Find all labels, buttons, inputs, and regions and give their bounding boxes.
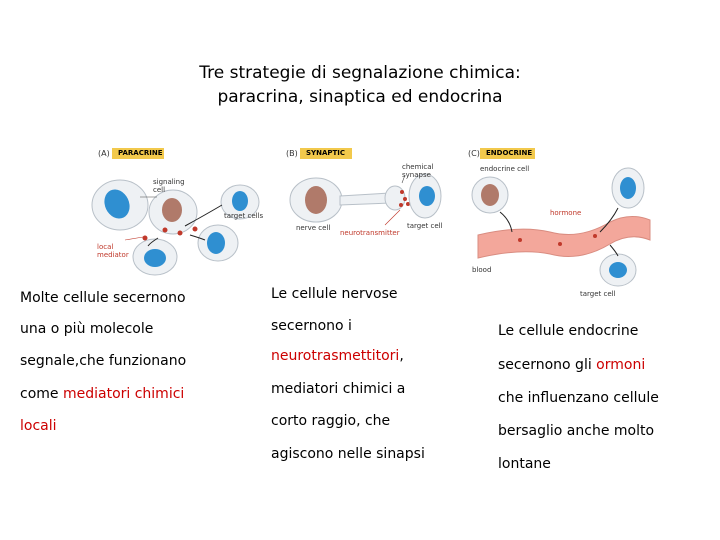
text: secernono gli xyxy=(498,357,596,373)
nucleus-blue xyxy=(419,186,435,206)
right-line-3: che influenzano cellule xyxy=(498,389,659,407)
nucleus-blue xyxy=(232,191,248,211)
middle-line-1: Le cellule nervose xyxy=(271,285,398,303)
left-line-1: Molte cellule secernono xyxy=(20,289,186,307)
label-signaling-cell: signaling cell xyxy=(153,178,185,194)
label-target-cell-c: target cell xyxy=(580,290,616,298)
label-blood: blood xyxy=(472,266,491,274)
nucleus-brown xyxy=(305,186,327,214)
label-nerve-cell: nerve cell xyxy=(296,224,330,232)
text: come xyxy=(20,386,63,402)
highlight-term: ormoni xyxy=(596,357,645,373)
nucleus-blue xyxy=(609,262,627,278)
middle-line-2: secernono i xyxy=(271,317,352,335)
panel-b-tag: SYNAPTIC xyxy=(302,148,349,158)
nucleus-blue xyxy=(620,177,636,199)
blood-vessel xyxy=(478,216,650,258)
nucleus-brown xyxy=(481,184,499,206)
panel-c-prefix: (C) xyxy=(468,149,480,158)
right-line-5: lontane xyxy=(498,455,551,473)
panel-c-endocrine xyxy=(472,168,650,286)
right-line-1: Le cellule endocrine xyxy=(498,322,638,340)
text: , xyxy=(399,348,403,364)
left-line-4: come mediatori chimici xyxy=(20,385,184,403)
label-target-cell-b: target cell xyxy=(407,222,443,230)
neurotransmitter-dot xyxy=(400,190,404,194)
right-line-4: bersaglio anche molto xyxy=(498,422,654,440)
left-line-2: una o più molecole xyxy=(20,320,153,338)
label-target-cells: target cells xyxy=(224,212,263,220)
mediator-dot xyxy=(193,227,198,232)
left-line-3: segnale,che funzionano xyxy=(20,352,186,370)
middle-line-6: agiscono nelle sinapsi xyxy=(271,445,425,463)
mediator-dot xyxy=(143,236,148,241)
nucleus-blue xyxy=(144,249,166,267)
panel-b-synaptic xyxy=(290,174,441,225)
panel-a-paracrine xyxy=(92,180,259,275)
hormone-dot xyxy=(558,242,562,246)
middle-line-4: mediatori chimici a xyxy=(271,380,405,398)
arrow xyxy=(500,212,512,232)
label-hormone: hormone xyxy=(550,209,581,217)
label-local-mediator: local mediator xyxy=(97,243,129,259)
hormone-dot xyxy=(593,234,597,238)
middle-line-3: neurotrasmettitori, xyxy=(271,347,404,365)
axon xyxy=(340,193,390,205)
right-line-2: secernono gli ormoni xyxy=(498,356,645,374)
panel-a-tag: PARACRINE xyxy=(114,148,167,158)
label-chemical-synapse: chemical synapse xyxy=(402,163,433,179)
neurotransmitter-dot xyxy=(403,197,407,201)
panel-a-prefix: (A) xyxy=(98,149,110,158)
highlight-term: neurotrasmettitori xyxy=(271,348,399,364)
mediator-dot xyxy=(178,231,183,236)
hormone-dot xyxy=(518,238,522,242)
nucleus-blue xyxy=(207,232,225,254)
label-endocrine-cell: endocrine cell xyxy=(480,165,529,173)
mediator-dot xyxy=(163,228,168,233)
middle-line-5: corto raggio, che xyxy=(271,412,390,430)
highlight-term: mediatori chimici xyxy=(63,386,184,402)
panel-b-prefix: (B) xyxy=(286,149,298,158)
nucleus-brown xyxy=(162,198,182,222)
label-neurotransmitter: neurotransmitter xyxy=(340,229,400,237)
panel-c-tag: ENDOCRINE xyxy=(482,148,536,158)
neurotransmitter-dot xyxy=(399,203,403,207)
left-line-5: locali xyxy=(20,417,57,435)
